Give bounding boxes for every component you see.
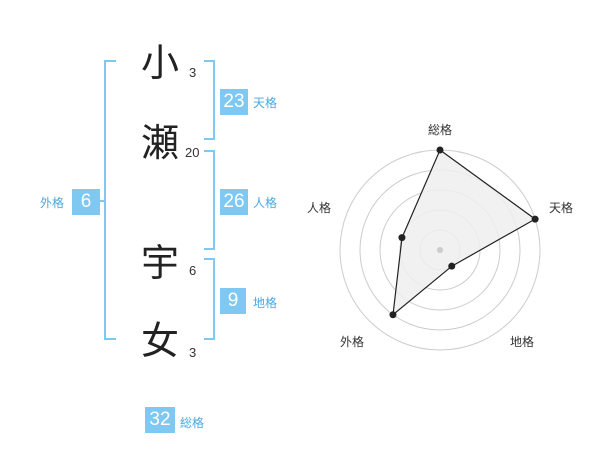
radar-point-3 xyxy=(389,311,397,319)
radar-point-4 xyxy=(398,234,406,242)
radar-polygon xyxy=(392,149,537,317)
radar-axis-label-chi: 地格 xyxy=(510,335,535,349)
radar-axis-label-jin: 人格 xyxy=(307,201,332,215)
chi-label: 地格 xyxy=(253,296,278,310)
radar-center-dot xyxy=(437,247,443,253)
name-char-2-strokes: 20 xyxy=(185,145,200,160)
jin-value-badge: 26 xyxy=(220,189,248,215)
name-char-2: 瀬 xyxy=(140,121,179,165)
name-char-1: 小 xyxy=(140,41,179,85)
name-char-1-strokes: 3 xyxy=(189,65,197,80)
jin-bracket xyxy=(204,150,215,250)
gai-value-badge: 6 xyxy=(72,189,100,215)
ten-value-badge: 23 xyxy=(220,89,248,115)
name-char-3-strokes: 6 xyxy=(189,263,197,278)
radar-point-2 xyxy=(448,262,456,270)
ten-label: 天格 xyxy=(253,96,278,110)
chi-bracket xyxy=(204,258,215,340)
radar-points xyxy=(389,146,539,319)
jin-label: 人格 xyxy=(253,196,278,210)
chi-value-badge: 9 xyxy=(220,288,246,314)
radar-axis-label-gai: 外格 xyxy=(340,335,365,349)
radar-point-1 xyxy=(531,215,539,223)
radar-axis-label-ten: 天格 xyxy=(549,201,574,215)
sou-label: 総格 xyxy=(180,416,205,430)
name-char-3: 宇 xyxy=(140,241,179,285)
radar-point-0 xyxy=(436,146,444,154)
gai-label: 外格 xyxy=(40,196,65,210)
sou-value-badge: 32 xyxy=(145,407,175,433)
name-char-4-strokes: 3 xyxy=(189,345,197,360)
name-char-4: 女 xyxy=(140,319,179,363)
ten-bracket xyxy=(204,60,215,140)
radar-axis-label-sou: 総格 xyxy=(428,123,453,137)
